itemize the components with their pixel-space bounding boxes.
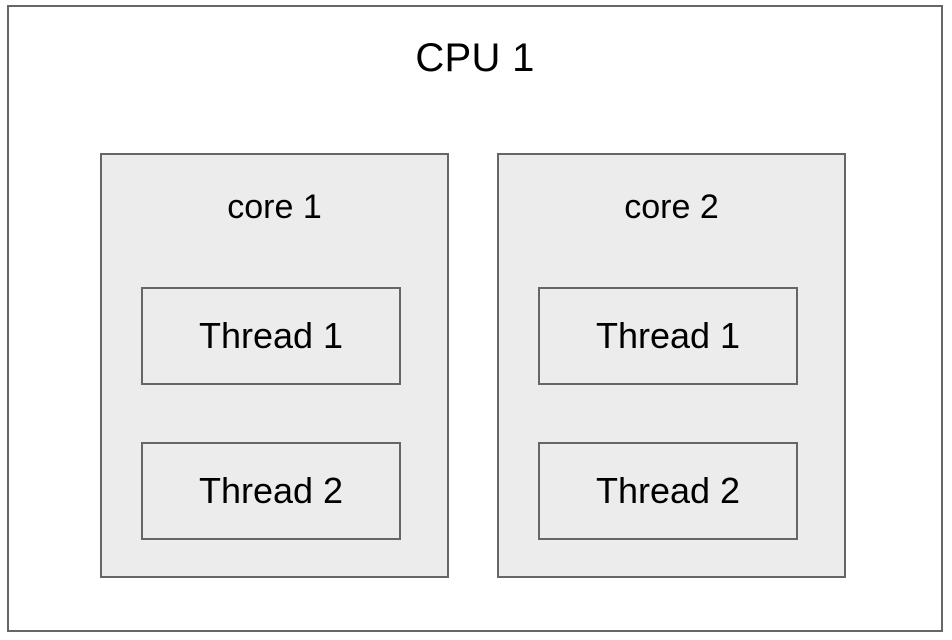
- thread-label: Thread 1: [198, 315, 344, 356]
- thread-label: Thread 2: [595, 470, 741, 511]
- core-title-2: core 2: [624, 188, 719, 226]
- cores-area: core 1 Thread 1 Thread 2 core 2 Thread 1…: [9, 7, 941, 630]
- thread-box-core2-thread1: Thread 1: [538, 287, 798, 385]
- thread-label: Thread 2: [198, 470, 344, 511]
- cpu-container: CPU 1 core 1 Thread 1 Thread 2 core 2 Th…: [7, 5, 943, 632]
- core-box-1: core 1 Thread 1 Thread 2: [100, 153, 449, 578]
- cpu-title: CPU 1: [415, 36, 535, 80]
- thread-box-core1-thread2: Thread 2: [141, 442, 401, 540]
- thread-label: Thread 1: [595, 315, 741, 356]
- core-box-2: core 2 Thread 1 Thread 2: [497, 153, 846, 578]
- thread-box-core1-thread1: Thread 1: [141, 287, 401, 385]
- core-title-1: core 1: [227, 188, 322, 226]
- thread-box-core2-thread2: Thread 2: [538, 442, 798, 540]
